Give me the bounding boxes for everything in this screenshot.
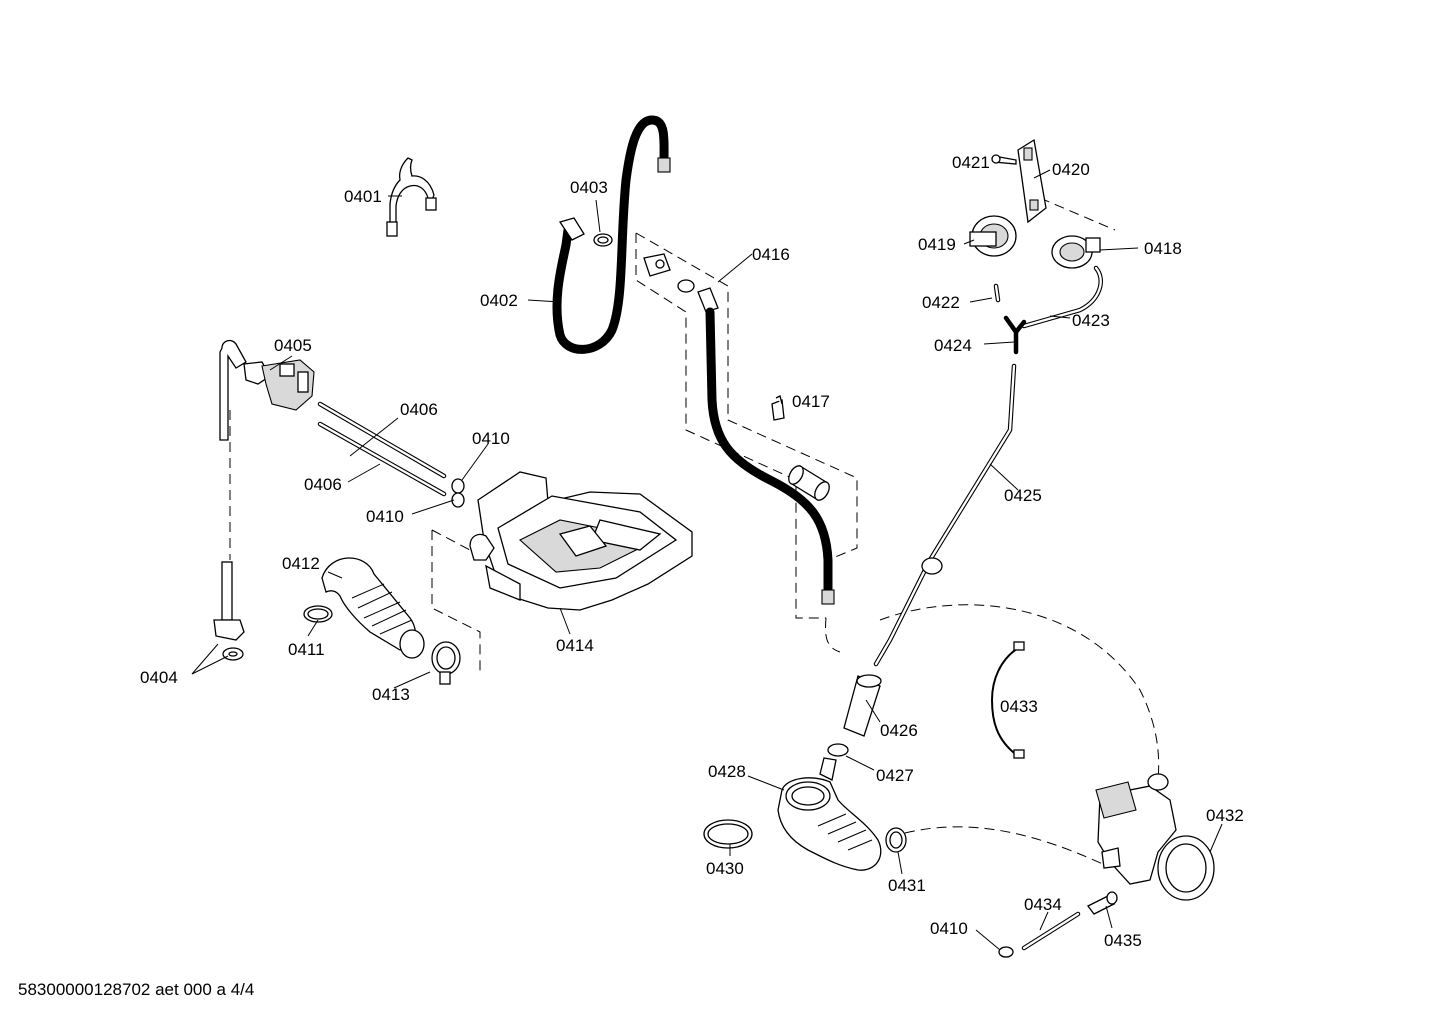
part-0420-bracket — [1017, 138, 1047, 224]
label-0404: 0404 — [140, 668, 178, 687]
part-0402-inlet-hose — [552, 115, 671, 354]
label-0403: 0403 — [570, 178, 608, 197]
label-0426: 0426 — [880, 721, 918, 740]
label-0412: 0412 — [282, 554, 320, 573]
label-0427: 0427 — [876, 766, 914, 785]
label-0406-upper: 0406 — [400, 400, 438, 419]
label-0430: 0430 — [706, 859, 744, 878]
label-0413: 0413 — [372, 685, 410, 704]
label-0431: 0431 — [888, 876, 926, 895]
part-0419-pressure-switch — [969, 215, 1017, 257]
label-0425: 0425 — [1004, 486, 1042, 505]
part-0412-bellow — [321, 557, 425, 659]
part-0406-tubes — [317, 401, 447, 497]
label-0432: 0432 — [1206, 806, 1244, 825]
part-pressure-tubes — [873, 265, 1103, 667]
part-0432-drain-pump — [1095, 773, 1215, 901]
callout-labels: 0401 0402 0403 0404 0405 0406 0406 0410 … — [140, 153, 1244, 950]
label-0410-drain: 0410 — [930, 919, 968, 938]
label-0420: 0420 — [1052, 160, 1090, 179]
label-0416: 0416 — [752, 245, 790, 264]
label-0418: 0418 — [1144, 239, 1182, 258]
part-0403-clamp — [593, 233, 613, 247]
part-0431-clamp — [885, 827, 907, 853]
label-0434: 0434 — [1024, 895, 1062, 914]
part-0418-pressure-switch — [1051, 235, 1101, 269]
label-0433: 0433 — [1000, 697, 1038, 716]
part-0433-cable — [990, 641, 1025, 759]
label-0405: 0405 — [274, 336, 312, 355]
part-0430-clamp — [703, 819, 753, 849]
part-inlet-fitting — [643, 253, 695, 293]
part-0434-0435-drain-parts — [998, 891, 1118, 958]
part-0404-fitting — [213, 561, 245, 661]
leader-lines — [191, 169, 1223, 951]
label-0421: 0421 — [952, 153, 990, 172]
label-0422: 0422 — [922, 293, 960, 312]
label-0428: 0428 — [708, 762, 746, 781]
part-0417-clip — [771, 395, 785, 421]
label-0435: 0435 — [1104, 931, 1142, 950]
part-0401-y-connector — [386, 157, 437, 237]
part-0410-clamps — [451, 478, 465, 508]
label-0414: 0414 — [556, 636, 594, 655]
part-0427-clamp — [827, 743, 849, 757]
part-0421-screw — [991, 154, 1017, 165]
label-0406-lower: 0406 — [304, 475, 342, 494]
label-0410-upper: 0410 — [472, 429, 510, 448]
assembly-guides — [229, 197, 1160, 866]
label-0402: 0402 — [480, 291, 518, 310]
part-0428-sump-hose — [777, 757, 882, 871]
label-0410-lower: 0410 — [366, 507, 404, 526]
drawing-reference-footer: 58300000128702 aet 000 a 4/4 — [18, 980, 255, 999]
label-0424: 0424 — [934, 336, 972, 355]
part-0416-hose — [697, 287, 835, 605]
part-0426-air-trap — [843, 674, 882, 737]
label-0411: 0411 — [288, 640, 325, 659]
label-0417: 0417 — [792, 392, 830, 411]
label-0423: 0423 — [1072, 311, 1110, 330]
label-0401: 0401 — [344, 187, 382, 206]
part-sleeve — [788, 465, 830, 501]
label-0419: 0419 — [918, 235, 956, 254]
part-0414-detergent-housing — [469, 471, 693, 611]
part-0411-clamp — [303, 605, 333, 623]
part-0405-valve — [219, 339, 315, 441]
part-0413-clamp — [431, 641, 461, 685]
